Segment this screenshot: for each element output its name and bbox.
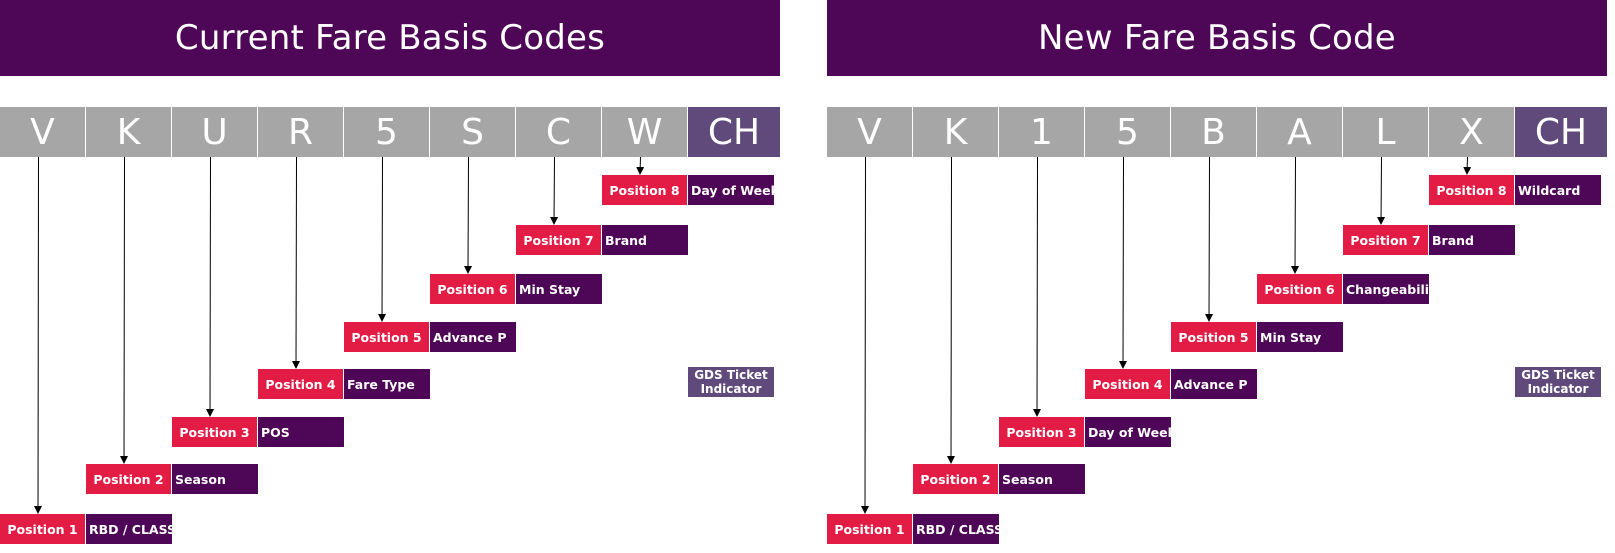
code-letter: V xyxy=(0,107,85,157)
position-arrow xyxy=(1205,156,1214,322)
code-letter: R xyxy=(258,107,343,157)
code-letter: U xyxy=(172,107,257,157)
position-arrow xyxy=(636,156,645,175)
position-label: Position 3 xyxy=(172,417,257,447)
position-description: RBD / CLASS xyxy=(913,514,1003,544)
position-arrow xyxy=(1463,156,1472,175)
position-arrow xyxy=(550,156,559,225)
code-letter: W xyxy=(602,107,687,157)
position-description: Wildcard xyxy=(1515,175,1601,205)
gds-line-1: GDS Ticket xyxy=(694,368,768,382)
position-description: Brand xyxy=(602,225,688,255)
banner-title: New Fare Basis Code xyxy=(827,0,1607,76)
position-label: Position 3 xyxy=(999,417,1084,447)
position-label: Position 2 xyxy=(913,464,998,494)
code-letter: 1 xyxy=(999,107,1084,157)
position-label: Position 8 xyxy=(1429,175,1514,205)
position-arrow xyxy=(1119,156,1128,369)
position-arrow xyxy=(464,156,473,274)
code-letter: 5 xyxy=(1085,107,1170,157)
gds-line-2: Indicator xyxy=(1527,382,1589,396)
position-description: Fare Type xyxy=(344,369,430,399)
position-arrow xyxy=(1377,156,1386,225)
gds-line-1: GDS Ticket xyxy=(1521,368,1595,382)
position-label: Position 1 xyxy=(827,514,912,544)
code-letter: C xyxy=(516,107,601,157)
position-description: Day of Week xyxy=(688,175,779,205)
position-label: Position 5 xyxy=(1171,322,1256,352)
position-label: Position 5 xyxy=(344,322,429,352)
position-arrow xyxy=(1033,156,1042,417)
position-arrow xyxy=(120,156,129,464)
position-arrow xyxy=(34,156,43,514)
code-letter: 5 xyxy=(344,107,429,157)
position-description: Brand xyxy=(1429,225,1515,255)
position-description: Season xyxy=(172,464,258,494)
position-label: Position 7 xyxy=(516,225,601,255)
code-letter: B xyxy=(1171,107,1256,157)
gds-line-2: Indicator xyxy=(700,382,762,396)
position-label: Position 6 xyxy=(430,274,515,304)
position-description: Changeability xyxy=(1343,274,1443,304)
code-suffix: CH xyxy=(1515,107,1607,157)
position-arrow xyxy=(378,156,387,322)
code-letter: S xyxy=(430,107,515,157)
position-description: POS xyxy=(258,417,344,447)
code-letter: V xyxy=(827,107,912,157)
code-letter: K xyxy=(913,107,998,157)
position-arrow xyxy=(206,156,215,417)
code-suffix: CH xyxy=(688,107,780,157)
position-label: Position 4 xyxy=(258,369,343,399)
position-description: Advance P xyxy=(1171,369,1257,399)
position-label: Position 4 xyxy=(1085,369,1170,399)
code-letter: A xyxy=(1257,107,1342,157)
code-letter: X xyxy=(1429,107,1514,157)
position-label: Position 2 xyxy=(86,464,171,494)
position-arrow xyxy=(1291,156,1300,274)
position-label: Position 1 xyxy=(0,514,85,544)
position-description: Min Stay xyxy=(1257,322,1343,352)
code-letter: L xyxy=(1343,107,1428,157)
position-label: Position 8 xyxy=(602,175,687,205)
position-arrow xyxy=(947,156,956,464)
position-description: Advance P xyxy=(430,322,516,352)
banner-title: Current Fare Basis Codes xyxy=(0,0,780,76)
position-arrow xyxy=(861,156,870,514)
position-label: Position 6 xyxy=(1257,274,1342,304)
position-description: Day of Week xyxy=(1085,417,1176,447)
position-description: RBD / CLASS xyxy=(86,514,176,544)
position-arrow xyxy=(292,156,301,369)
position-label: Position 7 xyxy=(1343,225,1428,255)
code-letter: K xyxy=(86,107,171,157)
position-description: Min Stay xyxy=(516,274,602,304)
position-description: Season xyxy=(999,464,1085,494)
